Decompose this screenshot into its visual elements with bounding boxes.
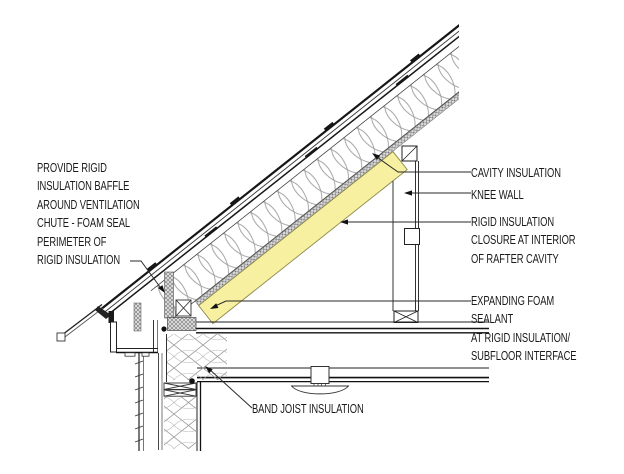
leader-expanding-foam xyxy=(212,300,471,308)
roof-edge-wedge xyxy=(95,306,111,319)
shingle-tick xyxy=(146,262,158,272)
label-provide-rigid-insulation-baffle: PROVIDE RIGID INSULATION BAFFLE AROUND V… xyxy=(37,161,140,268)
clapboard-ticks xyxy=(134,360,144,443)
leader-provide-rigid xyxy=(130,260,164,292)
ceiling-lines xyxy=(197,367,489,383)
roof-cavity-insulation-batt xyxy=(151,31,459,319)
band-joist-insulation-batt xyxy=(167,334,227,380)
knee-wall-blocking xyxy=(404,228,420,245)
sheathing-joint-mark xyxy=(395,74,410,87)
soffit xyxy=(116,348,158,357)
arrowhead xyxy=(340,219,348,225)
soffit-vent xyxy=(141,352,150,357)
sealant-dot xyxy=(161,326,167,332)
rafter-top-line xyxy=(150,30,459,291)
rigid-baffle-chute xyxy=(164,271,174,319)
arrowhead xyxy=(205,366,213,374)
eave-vent-baffle xyxy=(133,302,142,332)
roof-assembly xyxy=(99,17,459,325)
subfloor-lines xyxy=(196,321,489,334)
rafter-bottom-line xyxy=(172,58,459,319)
ventilation-chute-hatch-strip xyxy=(195,59,459,306)
sheathing-joint-mark xyxy=(204,226,218,238)
shingle-tick xyxy=(229,196,241,206)
drip-edge xyxy=(59,303,103,338)
arrowhead xyxy=(372,153,380,160)
label-rigid-insulation-closure: RIGID INSULATION CLOSURE AT INTERIOR OF … xyxy=(471,215,576,266)
arrowhead xyxy=(404,190,412,196)
wall-top-plates xyxy=(163,382,197,397)
knee-wall-bottom-plate xyxy=(393,310,419,323)
label-knee-wall: KNEE WALL xyxy=(471,188,524,202)
rafter-blocking-diagonal xyxy=(401,145,418,162)
leader-arrowheads xyxy=(158,153,412,374)
sealant-dot xyxy=(189,378,195,384)
sheathing-joint-mark xyxy=(304,146,319,159)
label-expanding-foam-sealant: EXPANDING FOAM SEALANT AT RIGID INSULATI… xyxy=(471,294,577,364)
label-band-joist-insulation: BAND JOIST INSULATION xyxy=(252,402,364,416)
shingle-tick xyxy=(323,121,335,131)
shingle-tick xyxy=(409,53,421,63)
wall-cavity-insulation xyxy=(164,396,196,449)
gutter-trim xyxy=(56,332,66,342)
exterior-wall xyxy=(134,320,202,451)
eave-assembly xyxy=(56,271,197,384)
eave-blocking xyxy=(175,299,192,317)
ceiling-fixture xyxy=(290,366,350,395)
leader-lines xyxy=(130,154,471,409)
rigid-insulation-baffle xyxy=(197,150,408,325)
soffit-vent xyxy=(124,352,136,357)
fascia-cap xyxy=(108,311,114,323)
leader-band-joist xyxy=(207,367,253,409)
attic-floor-plate xyxy=(167,317,197,331)
drip-edge xyxy=(60,307,104,341)
roof-sheathing-lines xyxy=(99,17,459,318)
arrowhead xyxy=(210,303,219,309)
arrowhead xyxy=(158,285,165,293)
leader-cavity-insulation xyxy=(373,154,471,173)
fascia-board xyxy=(110,321,117,353)
label-cavity-insulation: CAVITY INSULATION xyxy=(471,166,561,180)
